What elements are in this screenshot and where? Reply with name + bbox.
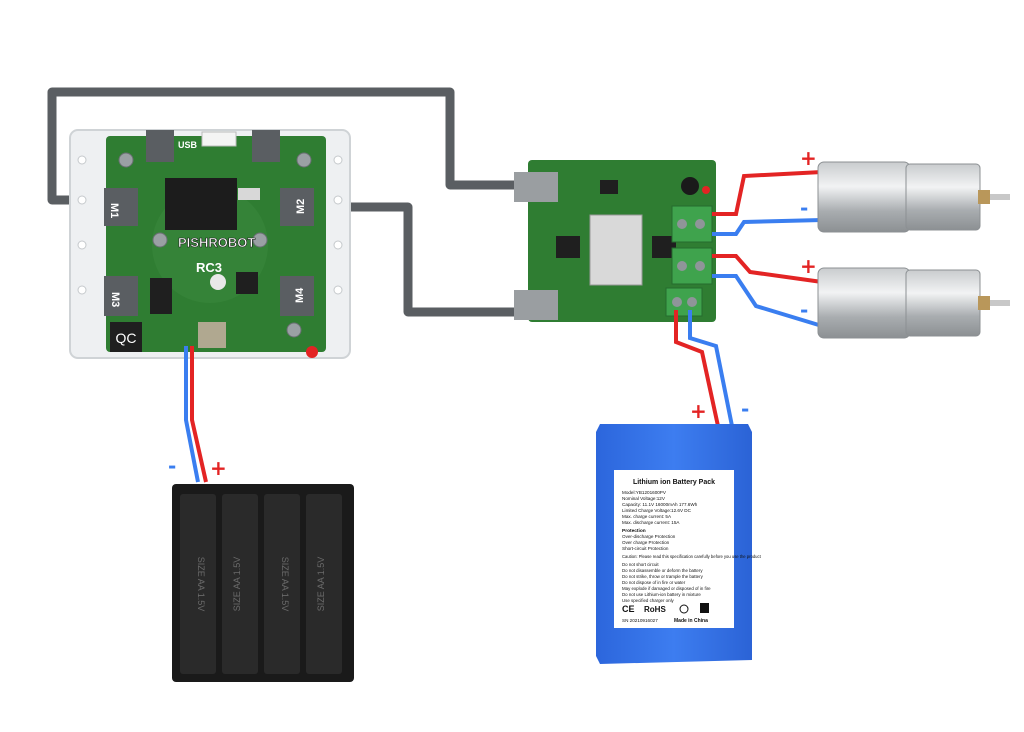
wifi-module [165, 178, 237, 230]
dc-motor-1 [817, 161, 1010, 233]
driver-chip [556, 236, 580, 258]
motor-driver-board [514, 160, 716, 322]
motor1-plus-label: + [800, 146, 817, 170]
spec-line: Capacity: 11.1V 16000mAh 177.6Wh [622, 502, 698, 507]
spec-line: Nominal Voltage:12V [622, 496, 666, 501]
qc-logo: QC [110, 322, 142, 352]
port-m4[interactable]: M4 [280, 276, 314, 316]
controller-board: USB M1 M2 M3 M4 PISHROBOT RC3 [69, 129, 351, 359]
spec-line: Max. charge current: 5A [622, 514, 672, 519]
protection-line: Over-discharge Protection [622, 534, 676, 539]
screw-icon [252, 232, 268, 248]
port-m1-label: M1 [108, 203, 120, 218]
usb-label: USB [178, 140, 198, 150]
port-m4-label: M4 [294, 287, 306, 303]
port-m1[interactable]: M1 [104, 188, 138, 226]
bin-icon [700, 603, 709, 613]
serial-number: SN 20210916027 [622, 618, 658, 623]
top-left-connector [146, 130, 174, 162]
warning-line: Use specified charger only [622, 598, 675, 603]
dc-motor-2 [817, 267, 1010, 339]
brand-label: PISHROBOT [178, 235, 255, 250]
m2-signal-cable [300, 202, 520, 317]
screw-icon [152, 232, 168, 248]
components [150, 272, 258, 348]
aa-cell-text: SIZE AA 1.5V [196, 557, 206, 612]
liion-plus-label: + [690, 399, 707, 423]
caution-text: Caution: Please read this specification … [622, 554, 762, 559]
li-ion-leads [674, 310, 734, 427]
case-mount-holes [77, 155, 343, 295]
power-terminal[interactable] [665, 287, 703, 317]
aa-cell-text: SIZE AA 1.5V [316, 557, 326, 612]
motor2-plus-label: + [800, 254, 817, 278]
battery-specs: Model:YB1201600PV Nominal Voltage:12V Ca… [622, 490, 698, 525]
driver-led [702, 186, 710, 194]
protection-list: Over-discharge Protection Over charge Pr… [622, 534, 676, 551]
aa-cell-text: SIZE AA 1.5V [232, 557, 242, 612]
svg-text:QC: QC [116, 330, 137, 346]
driver-input-1[interactable] [514, 172, 558, 202]
protection-title: Protection [622, 528, 646, 534]
usb-port [201, 131, 237, 147]
made-in: Made in China [674, 618, 708, 624]
driver-input-2[interactable] [514, 290, 558, 320]
warning-line: May explode if damaged or disposed of in… [622, 586, 711, 591]
motor-terminal-a[interactable] [671, 205, 713, 243]
model-label: RC3 [196, 260, 222, 275]
aa-cell-text: SIZE AA 1.5V [280, 557, 290, 612]
aa-battery-holder: SIZE AA 1.5V SIZE AA 1.5V SIZE AA 1.5V S… [172, 484, 354, 682]
motor1-minus-label: - [800, 196, 808, 220]
crystal [238, 188, 260, 200]
warning-line: Do not strike, throw or trample the batt… [622, 574, 704, 579]
screw-icon [296, 152, 312, 168]
protection-line: Short-circuit Protection [622, 546, 669, 551]
port-m3-label: M3 [109, 292, 121, 307]
heatsink [589, 214, 643, 286]
warning-line: Do not short circuit [622, 562, 659, 567]
battery-label-sticker [614, 470, 734, 628]
motor-terminal-b[interactable] [671, 247, 713, 285]
power-led [306, 346, 318, 358]
port-m2[interactable]: M2 [280, 188, 314, 226]
li-ion-battery-pack: Lithium ion Battery Pack Model:YB1201600… [596, 424, 762, 664]
spec-line: Limited Charge Voltage:12.6V DC [622, 508, 692, 513]
rohs-mark: RoHS [644, 605, 666, 614]
warning-list: Do not short circuit Do not disassemble … [622, 562, 711, 603]
motor-wires [712, 170, 823, 328]
top-right-connector [252, 130, 280, 162]
screw-icon [286, 322, 302, 338]
driver-chip [652, 236, 676, 258]
battery-title: Lithium ion Battery Pack [633, 479, 715, 486]
protection-line: Over charge Protection [622, 540, 670, 545]
port-m3[interactable]: M3 [104, 276, 138, 316]
recycle-icon [679, 604, 689, 614]
warning-line: Do not dispose of in fire or water [622, 580, 686, 585]
liion-minus-label: - [741, 397, 749, 421]
aa-plus-label: + [210, 456, 227, 480]
spec-line: Model:YB1201600PV [622, 490, 667, 495]
m1-signal-cable [47, 87, 520, 205]
capacitor [681, 177, 699, 195]
ce-mark: CE [622, 604, 635, 614]
port-m2-label: M2 [295, 199, 307, 214]
spec-line: Max. discharge current: 15A [622, 520, 680, 525]
warning-line: Do not use Lithium-ion battery in mixtur… [622, 592, 701, 597]
warning-line: Do not disassemble or deform the battery [622, 568, 703, 573]
aa-minus-label: - [168, 454, 176, 478]
screw-icon [118, 152, 134, 168]
aa-holder-leads [184, 346, 208, 483]
motor2-minus-label: - [800, 298, 808, 322]
driver-chip [600, 180, 618, 194]
